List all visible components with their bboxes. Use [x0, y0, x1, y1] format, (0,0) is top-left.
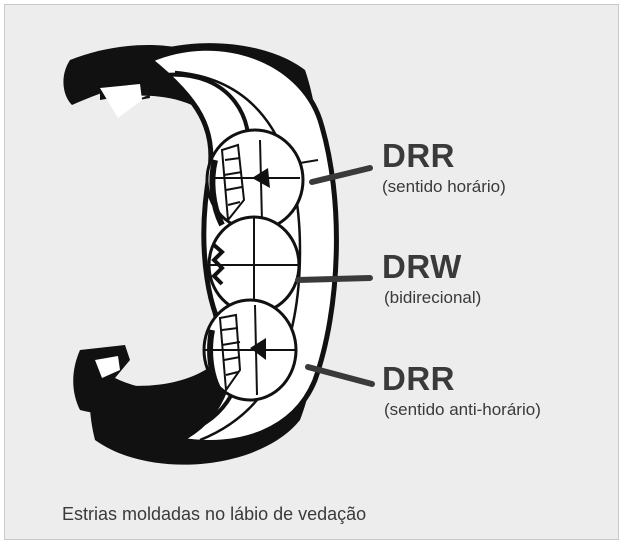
label-drw: DRW — [382, 248, 462, 285]
upper-rib — [205, 128, 319, 232]
lower-rib — [202, 298, 298, 402]
leader-line-drr-top — [309, 165, 373, 185]
label-drr-top-sub: (sentido horário) — [382, 177, 506, 196]
middle-rib — [207, 215, 301, 315]
leader-line-drw — [295, 275, 373, 283]
label-drr-top: DRR — [382, 137, 455, 174]
label-drr-bottom-sub: (sentido anti-horário) — [384, 400, 541, 419]
label-drw-sub: (bidirecional) — [384, 288, 482, 307]
leader-line-drr-bottom — [305, 364, 375, 387]
figure-caption: Estrias moldadas no lábio de vedação — [62, 504, 367, 524]
label-drr-bottom: DRR — [382, 360, 455, 397]
